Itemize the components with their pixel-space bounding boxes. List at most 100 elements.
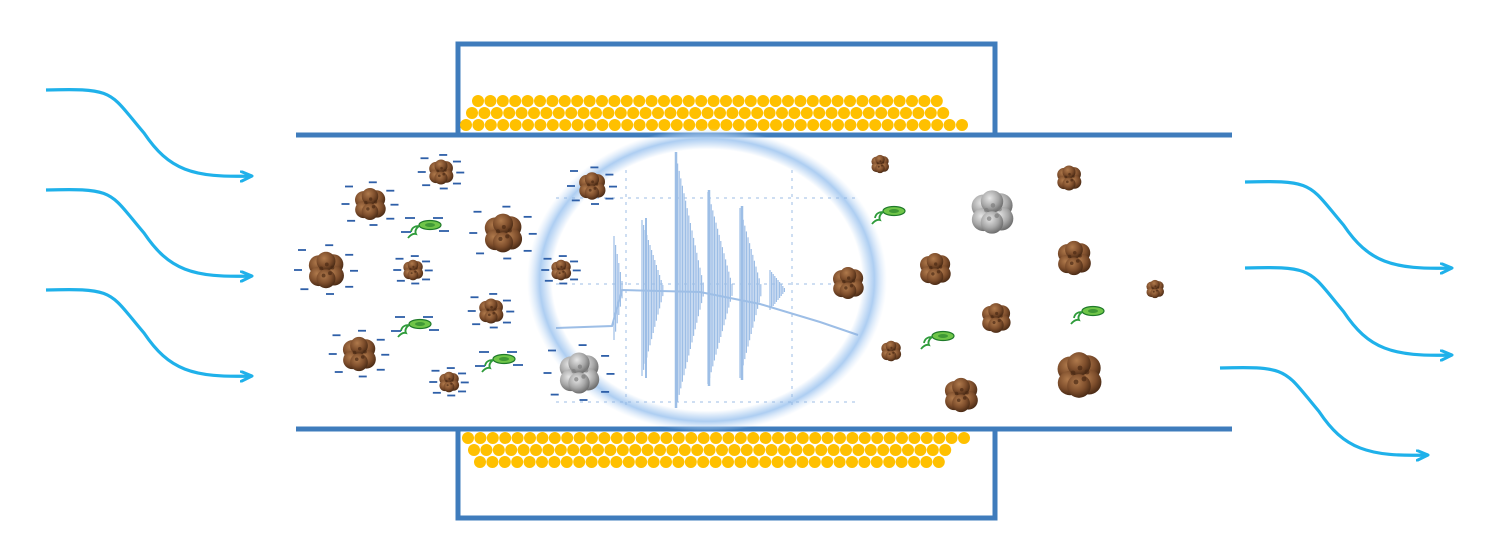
- aggregate-particle-icon: [982, 303, 1011, 333]
- collector-bead: [943, 119, 956, 131]
- collector-bead: [598, 456, 610, 468]
- collector-bead: [490, 107, 503, 119]
- collector-bead: [584, 119, 596, 131]
- collector-bead: [554, 444, 567, 456]
- collector-bead: [937, 107, 950, 119]
- collector-bead: [523, 456, 536, 468]
- collector-bead: [771, 456, 784, 468]
- collector-bead: [560, 456, 573, 468]
- collector-bead: [670, 119, 683, 131]
- collector-bead: [757, 95, 770, 107]
- collector-bead: [757, 119, 770, 131]
- collector-bead: [924, 107, 937, 119]
- collector-bead: [708, 119, 720, 131]
- collector-bead: [738, 107, 751, 119]
- collector-bead: [658, 119, 671, 131]
- collector-bead: [732, 119, 745, 131]
- collector-bead: [474, 432, 487, 444]
- collector-bead: [577, 107, 590, 119]
- collector-bead: [484, 119, 497, 131]
- collector-bead: [747, 432, 760, 444]
- collector-bead: [604, 444, 617, 456]
- collector-bead: [956, 119, 968, 131]
- collector-bead: [511, 456, 524, 468]
- aggregate-particle-icon: [1057, 240, 1091, 276]
- collector-housing-top: [455, 41, 998, 134]
- aggregate-particle-icon: [1057, 165, 1082, 191]
- collector-bead: [796, 432, 809, 444]
- curved-arrow-icon: [1219, 366, 1428, 456]
- collector-bead: [821, 432, 834, 444]
- collector-bead: [608, 95, 621, 107]
- collector-bead: [571, 119, 584, 131]
- collector-bead: [695, 119, 708, 131]
- collector-bead: [602, 107, 615, 119]
- collector-bead: [958, 432, 970, 444]
- collector-bead: [869, 119, 882, 131]
- collector-bead: [559, 119, 572, 131]
- collector-bead: [784, 456, 796, 468]
- collector-bead: [908, 456, 920, 468]
- aggregate-particle-icon: [341, 181, 399, 226]
- collector-housing-bottom: [455, 430, 998, 521]
- collector-bead: [614, 107, 627, 119]
- collector-bead: [691, 444, 704, 456]
- collector-bead: [895, 456, 908, 468]
- bacterium-icon: [871, 205, 906, 225]
- collector-bead: [802, 444, 815, 456]
- bacteria: [391, 205, 1105, 373]
- collector-bead: [646, 119, 658, 131]
- collector-bead: [819, 95, 832, 107]
- collector-bead: [697, 432, 710, 444]
- curved-arrow-icon: [45, 88, 252, 177]
- collector-beads-bottom: [462, 432, 970, 468]
- collector-bead: [782, 95, 794, 107]
- collector-bead: [590, 107, 602, 119]
- collector-bead: [515, 107, 528, 119]
- collector-bead: [782, 119, 795, 131]
- collector-bead: [672, 456, 685, 468]
- collector-bead: [833, 456, 846, 468]
- collector-bead: [840, 444, 852, 456]
- collector-bead: [633, 95, 646, 107]
- collector-bead: [732, 95, 745, 107]
- particles: [294, 154, 1164, 413]
- collector-bead: [744, 95, 757, 107]
- collector-bead: [509, 95, 522, 107]
- collector-bead: [645, 95, 658, 107]
- aggregate-particle-icon: [881, 340, 902, 362]
- collector-bead: [540, 107, 553, 119]
- collector-bead: [635, 456, 648, 468]
- aggregate-particle-icon: [1057, 352, 1102, 398]
- collector-bead: [641, 444, 654, 456]
- aggregate-particle-icon: [328, 329, 390, 378]
- collector-bead: [759, 432, 772, 444]
- collector-bead: [794, 95, 807, 107]
- bacterium-icon: [391, 316, 439, 338]
- collector-bead: [623, 432, 636, 444]
- collector-bead: [856, 119, 869, 131]
- collector-bead: [871, 432, 884, 444]
- collector-bead: [492, 444, 505, 456]
- collector-bead: [906, 95, 918, 107]
- collector-bead: [484, 95, 497, 107]
- collector-bead: [496, 95, 509, 107]
- aggregate-particle-icon: [543, 344, 615, 401]
- collector-bead: [831, 95, 844, 107]
- collector-bead: [598, 432, 611, 444]
- collector-bead: [610, 432, 623, 444]
- collector-bead: [834, 432, 846, 444]
- collector-bead: [796, 456, 809, 468]
- collector-bead: [788, 107, 801, 119]
- collector-bead: [883, 432, 896, 444]
- collector-bead: [664, 107, 677, 119]
- collector-bead: [918, 95, 931, 107]
- collector-beads-top: [460, 95, 968, 131]
- collector-bead: [720, 119, 733, 131]
- aggregate-particle-icon: [417, 154, 465, 190]
- collector-bead: [565, 107, 578, 119]
- collector-bead: [678, 444, 691, 456]
- collector-bead: [864, 444, 877, 456]
- aggregate-particle-icon: [294, 244, 358, 295]
- collector-bead: [658, 95, 670, 107]
